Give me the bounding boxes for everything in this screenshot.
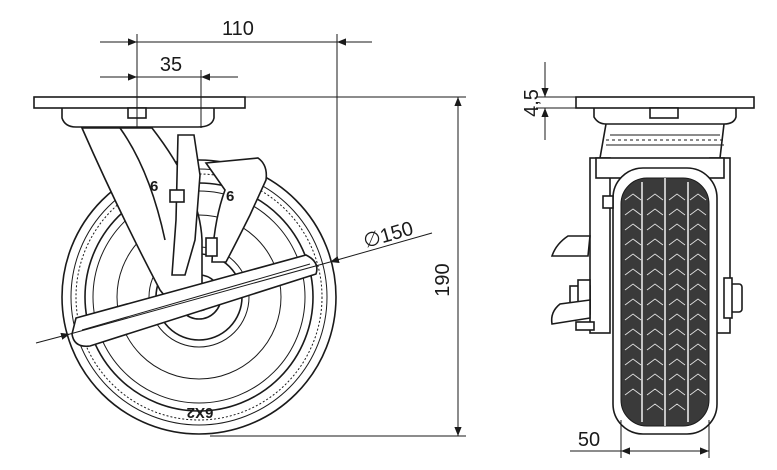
dim-110: 110	[222, 18, 254, 40]
dimension-lines: 110 35 ∅150 190	[35, 18, 466, 437]
dim-190: 190	[432, 263, 454, 296]
dim-diameter-150: ∅150	[361, 218, 416, 253]
dim-4-5: 4,5	[521, 89, 543, 117]
fork-leg-left	[589, 157, 611, 334]
side-view: 6 6 6X2	[33, 96, 337, 435]
brake-bar	[71, 254, 318, 348]
fork-label-left: 6	[150, 178, 158, 195]
brake-bar-edge	[81, 263, 311, 331]
brake-pin-2	[169, 189, 185, 203]
dim-35: 35	[160, 54, 182, 76]
hub-marking: 6X2	[187, 404, 214, 421]
fork-inner	[119, 127, 166, 241]
brake-lever	[204, 157, 268, 263]
dim-50: 50	[578, 429, 600, 451]
brake-pedal	[550, 235, 591, 257]
fork-label-right: 6	[226, 188, 234, 205]
wheel-end	[612, 167, 718, 435]
top-plate	[33, 96, 246, 109]
top-plate-end	[575, 96, 755, 109]
brake-pin	[205, 237, 218, 257]
end-view: 4,5 50	[521, 62, 755, 458]
fork-rear	[171, 134, 201, 276]
